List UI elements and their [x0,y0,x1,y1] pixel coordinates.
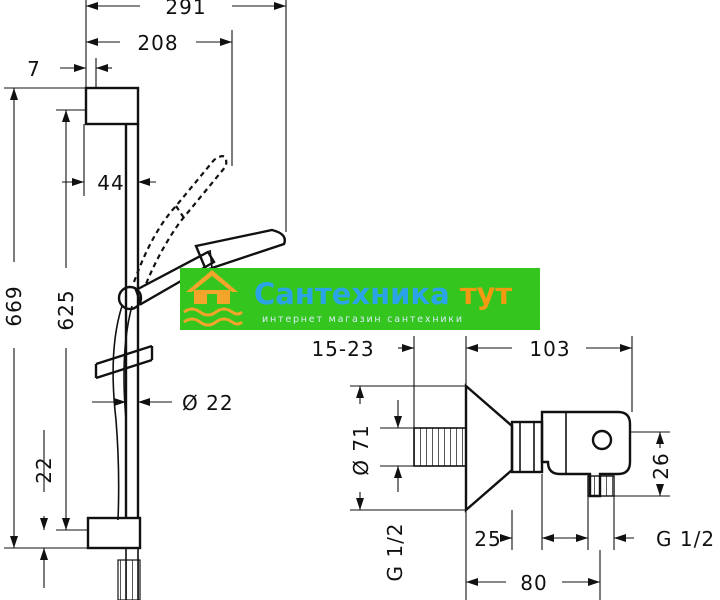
dim-handshower-reach: 208 [86,30,233,166]
inlet-thread [413,427,467,467]
dim-elbow-depth: 25 [474,474,584,551]
dim-rail-diameter: Ø 22 [92,391,234,415]
dim-elbow-reach-label: 103 [529,337,570,361]
elbow-body [540,410,632,498]
dim-bottom-offset: 22 [32,430,56,588]
dim-rail-height: 669 [2,87,88,549]
house-logo-icon [183,270,244,327]
dim-outlet-height-label: 26 [649,452,673,479]
dim-inner-height: 625 [54,109,88,531]
dim-elbow-depth-label: 25 [474,527,501,551]
outlet-thread [587,475,615,497]
watermark-background [180,268,540,330]
dim-outlet-thread: G 1/2 [574,496,715,551]
hex-nut [510,420,544,474]
dim-outlet-reach-label: 80 [520,571,547,595]
dim-outlet-thread-label: G 1/2 [656,527,715,551]
dim-wall-offset-label: 7 [27,57,41,81]
dim-outlet-reach: 80 [465,510,601,600]
dim-inlet-thread: G 1/2 [380,400,414,582]
bottom-bracket [86,516,142,550]
dim-cover-diameter-label: Ø 71 [349,424,373,476]
dim-handshower-reach-label: 208 [137,31,178,55]
wall-elbow-drawing [413,383,632,513]
holder-arm [134,250,216,306]
dim-outlet-height: 26 [614,431,673,497]
soap-dish [95,344,153,366]
handshower [194,228,286,272]
dim-cover-diameter: Ø 71 [349,385,466,511]
outlet-port [591,429,613,451]
hose-fitting [117,559,141,600]
hose [112,305,123,521]
dim-inner-height-label: 625 [54,289,78,330]
dim-wall-depth-range: 15-23 [311,336,484,428]
dim-wall-offset: 7 [27,57,112,88]
dim-rail-height-label: 669 [2,285,26,326]
dim-bottom-offset-label: 22 [32,456,56,483]
dim-bar-offset-label: 44 [97,171,124,195]
dim-overall-reach: 291 [85,0,287,232]
dim-rail-diameter-label: Ø 22 [182,391,234,415]
watermark-subtitle: интернет магазин сантехники [262,314,464,325]
handshower-alt-position [132,155,228,285]
dim-bar-offset: 44 [62,124,156,196]
dim-wall-depth-range-label: 15-23 [311,337,374,361]
wall-cover [464,383,514,513]
top-bracket [84,86,140,126]
dim-inlet-thread-label: G 1/2 [383,522,407,581]
dim-elbow-reach: 103 [466,336,633,412]
shower-rail-drawing [84,86,286,600]
slider-knob [117,285,143,311]
dim-overall-reach-label: 291 [165,0,206,19]
